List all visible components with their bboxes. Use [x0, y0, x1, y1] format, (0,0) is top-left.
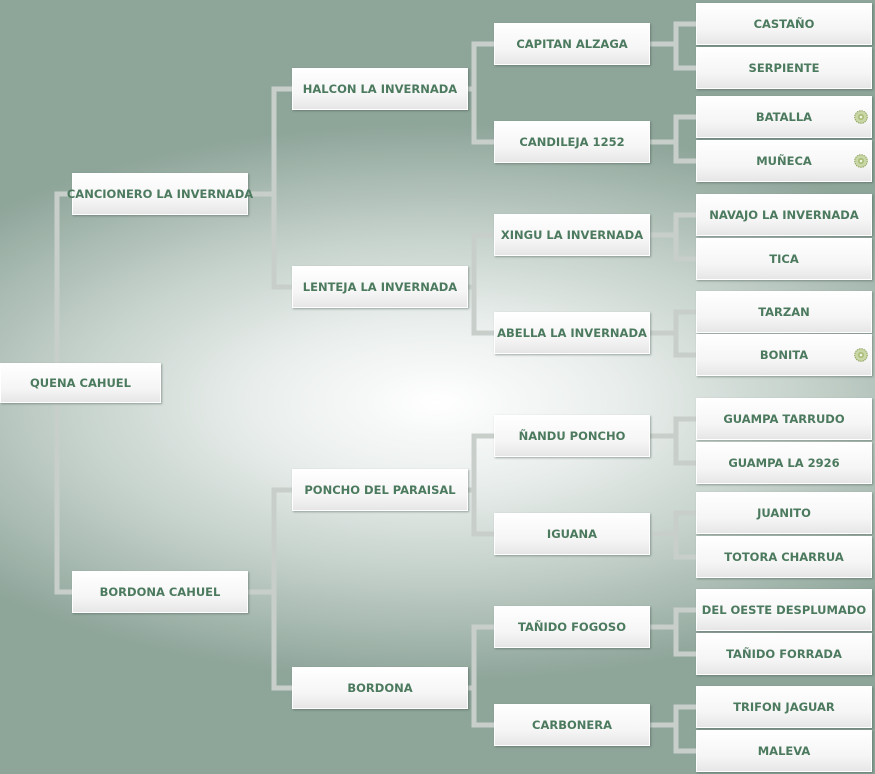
horse-box-gen5-13[interactable]: TAÑIDO FORRADA	[696, 633, 872, 675]
horse-name: TAÑIDO FOGOSO	[518, 620, 626, 634]
horse-name: MALEVA	[757, 744, 811, 758]
horse-name: CAPITAN ALZAGA	[516, 37, 628, 51]
horse-name: PONCHO DEL PARAISAL	[304, 483, 456, 497]
award-rosette-icon	[854, 110, 868, 124]
horse-box-gen5-7[interactable]: BONITA	[696, 334, 872, 376]
horse-box-gen5-10[interactable]: JUANITO	[696, 492, 872, 534]
horse-box-gen1-0[interactable]: QUENA CAHUEL	[0, 363, 161, 403]
horse-name: BONITA	[759, 348, 809, 362]
horse-box-gen3-0[interactable]: HALCON LA INVERNADA	[292, 68, 468, 110]
horse-name: TOTORA CHARRUA	[724, 550, 844, 564]
horse-name: BATALLA	[755, 110, 813, 124]
horse-box-gen4-7[interactable]: CARBONERA	[494, 704, 650, 746]
horse-box-gen4-0[interactable]: CAPITAN ALZAGA	[494, 23, 650, 65]
horse-name: JUANITO	[757, 506, 811, 520]
horse-name: TAÑIDO FORRADA	[726, 647, 842, 661]
horse-box-gen4-4[interactable]: ÑANDU PONCHO	[494, 415, 650, 457]
horse-name: SERPIENTE	[748, 61, 820, 75]
horse-name: TRIFON JAGUAR	[733, 700, 835, 714]
horse-box-gen4-3[interactable]: ABELLA LA INVERNADA	[494, 312, 650, 354]
horse-box-gen3-2[interactable]: PONCHO DEL PARAISAL	[292, 469, 468, 511]
horse-box-gen5-9[interactable]: GUAMPA LA 2926	[696, 442, 872, 484]
horse-box-gen3-1[interactable]: LENTEJA LA INVERNADA	[292, 266, 468, 308]
horse-box-gen5-0[interactable]: CASTAÑO	[696, 3, 872, 45]
horse-box-gen4-6[interactable]: TAÑIDO FOGOSO	[494, 606, 650, 648]
horse-box-gen4-5[interactable]: IGUANA	[494, 513, 650, 555]
horse-name: QUENA CAHUEL	[30, 376, 131, 390]
horse-name: HALCON LA INVERNADA	[302, 82, 458, 96]
horse-box-gen2-0[interactable]: CANCIONERO LA INVERNADA	[67, 173, 253, 215]
horse-name: TICA	[769, 252, 799, 266]
horse-box-gen5-2[interactable]: BATALLA	[696, 96, 872, 138]
horse-box-gen5-6[interactable]: TARZAN	[696, 291, 872, 333]
horse-name: GUAMPA TARRUDO	[723, 412, 845, 426]
horse-box-gen5-15[interactable]: MALEVA	[696, 730, 872, 772]
horse-box-gen5-12[interactable]: DEL OESTE DESPLUMADO	[696, 589, 872, 631]
horse-box-gen5-1[interactable]: SERPIENTE	[696, 47, 872, 89]
horse-name: IGUANA	[546, 527, 598, 541]
horse-box-gen4-2[interactable]: XINGU LA INVERNADA	[494, 214, 650, 256]
horse-name: ÑANDU PONCHO	[518, 429, 626, 443]
horse-name: GUAMPA LA 2926	[728, 456, 840, 470]
horse-box-gen5-11[interactable]: TOTORA CHARRUA	[696, 536, 872, 578]
horse-name: NAVAJO LA INVERNADA	[709, 208, 859, 222]
horse-box-gen5-4[interactable]: NAVAJO LA INVERNADA	[696, 194, 872, 236]
horse-name: CARBONERA	[532, 718, 612, 732]
horse-box-gen5-5[interactable]: TICA	[696, 238, 872, 280]
horse-name: CASTAÑO	[753, 17, 815, 31]
horse-box-gen3-3[interactable]: BORDONA	[292, 667, 468, 709]
horse-name: CANCIONERO LA INVERNADA	[66, 187, 254, 201]
horse-name: BORDONA	[347, 681, 413, 695]
horse-name: LENTEJA LA INVERNADA	[302, 280, 458, 294]
horse-box-gen4-1[interactable]: CANDILEJA 1252	[494, 121, 650, 163]
award-rosette-icon	[854, 154, 868, 168]
horse-name: MUÑECA	[756, 154, 812, 168]
horse-name: BORDONA CAHUEL	[99, 585, 221, 599]
horse-box-gen2-1[interactable]: BORDONA CAHUEL	[72, 571, 248, 613]
horse-box-gen5-14[interactable]: TRIFON JAGUAR	[696, 686, 872, 728]
horse-box-gen5-8[interactable]: GUAMPA TARRUDO	[696, 398, 872, 440]
horse-name: ABELLA LA INVERNADA	[497, 326, 647, 340]
award-rosette-icon	[854, 348, 868, 362]
horse-name: DEL OESTE DESPLUMADO	[701, 603, 867, 617]
horse-box-gen5-3[interactable]: MUÑECA	[696, 140, 872, 182]
horse-name: CANDILEJA 1252	[519, 135, 625, 149]
horse-name: TARZAN	[758, 305, 810, 319]
horse-name: XINGU LA INVERNADA	[500, 228, 644, 242]
